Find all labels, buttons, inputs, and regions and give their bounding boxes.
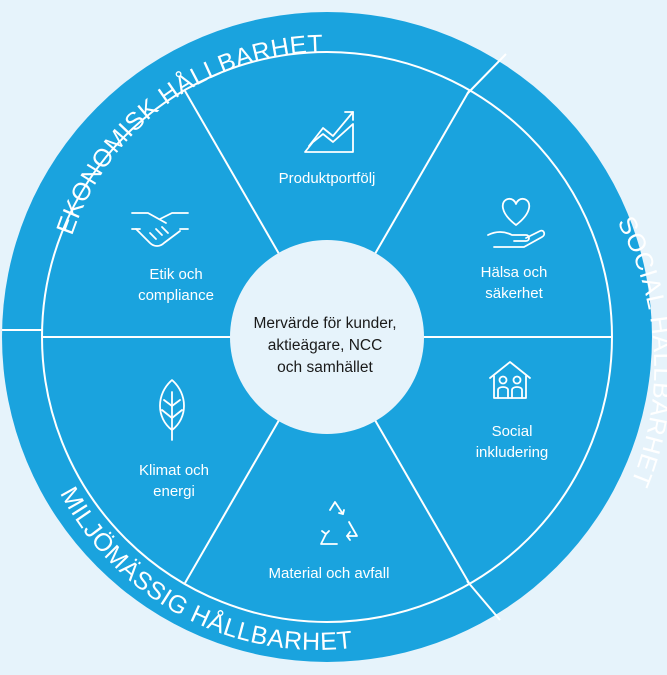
segment-label-social-inclusion: Social inkludering <box>475 423 549 461</box>
ring-divider-bottom-right <box>466 580 501 621</box>
segment-label-climate-energy: Klimat och energi <box>138 462 210 500</box>
leaf-icon <box>159 379 185 441</box>
segment-label-ethics-compliance: Etik och compliance <box>138 266 214 304</box>
recycle-icon <box>320 501 358 545</box>
rising-chart-icon <box>304 111 354 153</box>
segment-label-material-waste: Material och avfall <box>268 565 390 582</box>
segment-label-product-portfolio: Produktportfölj <box>278 170 376 187</box>
house-people-icon <box>489 361 531 399</box>
segment-label-health-safety: Hälsa och säkerhet <box>480 264 548 302</box>
center-value-statement: Mervärde för kunder, aktieägare, NCC och… <box>253 315 397 376</box>
heart-hand-icon <box>487 197 546 248</box>
center-circle <box>230 240 424 434</box>
ring-divider-top-right <box>466 53 507 95</box>
handshake-icon <box>131 212 189 247</box>
